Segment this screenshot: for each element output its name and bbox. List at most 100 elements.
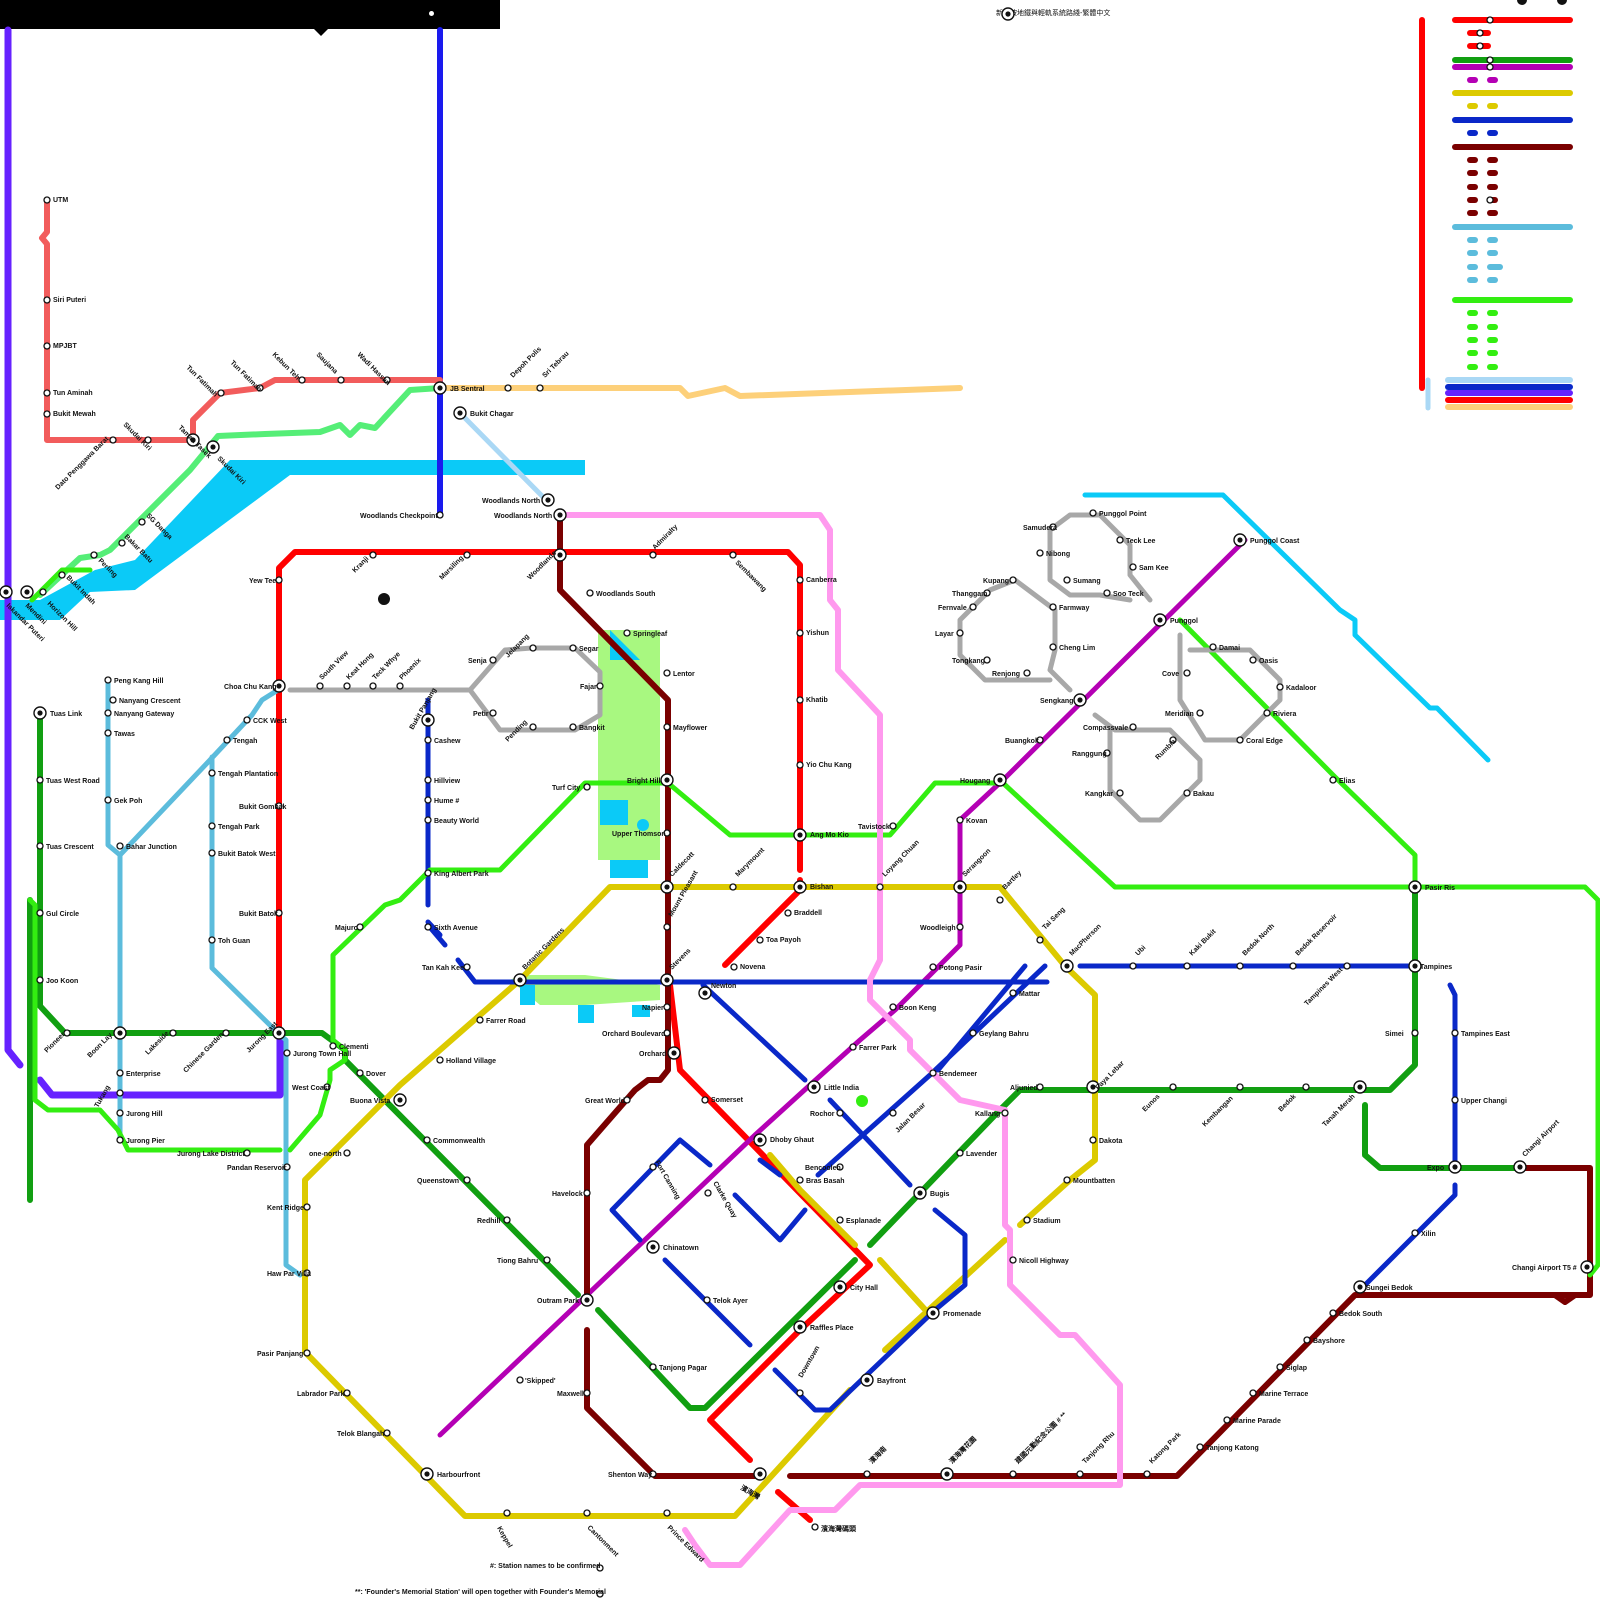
station-label: Kranji xyxy=(351,555,370,574)
station-label: Tanah Merah xyxy=(1321,1093,1356,1128)
station-label: Fort Canning xyxy=(653,1160,681,1201)
station-marker xyxy=(1330,1310,1336,1316)
station-marker xyxy=(117,1137,123,1143)
station-marker xyxy=(1237,1084,1243,1090)
station-label: Sam Kee xyxy=(1139,565,1169,572)
station-marker xyxy=(117,1110,123,1116)
station-marker xyxy=(424,1137,430,1143)
station-marker xyxy=(877,884,883,890)
station-label: Expo xyxy=(1427,1165,1444,1172)
station-label: Jurong Hill xyxy=(126,1111,163,1118)
station-label: Sungei Bedok xyxy=(1366,1285,1413,1292)
station-label: Novena xyxy=(740,964,765,971)
station-marker xyxy=(1090,510,1096,516)
station-label: Hume # xyxy=(434,798,459,805)
station-label: UTM xyxy=(53,197,68,204)
station-label: Kovan xyxy=(966,818,987,825)
station-label: Pasir Ris xyxy=(1425,885,1455,892)
station-marker xyxy=(464,552,470,558)
station-marker xyxy=(930,964,936,970)
station-label: Farrer Park xyxy=(859,1045,896,1052)
green-dot-marker xyxy=(856,1095,868,1107)
station-label: Bukit Batok xyxy=(239,911,278,918)
station-marker xyxy=(570,724,576,730)
interchange-core xyxy=(1077,697,1082,702)
station-marker xyxy=(105,710,111,716)
station-marker xyxy=(864,1471,870,1477)
station-label: Xilin xyxy=(1421,1231,1436,1238)
station-marker xyxy=(1130,724,1136,730)
station-label: Ubi xyxy=(1134,944,1147,957)
station-marker xyxy=(537,385,543,391)
interchange-core xyxy=(671,1050,676,1055)
station-marker xyxy=(504,1217,510,1223)
station-label: Chinese Garden xyxy=(182,1032,225,1075)
station-marker xyxy=(837,1110,843,1116)
station-marker xyxy=(1264,710,1270,716)
station-marker xyxy=(299,377,305,383)
station-marker xyxy=(957,630,963,636)
station-label: Braddell xyxy=(794,910,822,917)
interchange-core xyxy=(557,552,562,557)
station-marker xyxy=(44,343,50,349)
station-label: Springleaf xyxy=(633,631,668,638)
station-marker xyxy=(1277,684,1283,690)
station-label: Tan Kah Kee xyxy=(422,965,464,972)
reservoir-2 xyxy=(600,800,628,825)
station-label: Somerset xyxy=(711,1097,744,1104)
station-label: Tun Aminah xyxy=(53,390,93,397)
station-marker xyxy=(110,437,116,443)
station-label: Coral Edge xyxy=(1246,738,1283,745)
station-marker xyxy=(1024,1217,1030,1223)
station-marker xyxy=(1050,644,1056,650)
interchange-core xyxy=(757,1137,762,1142)
station-marker xyxy=(344,1150,350,1156)
station-marker xyxy=(957,924,963,930)
station-label: Phoenix xyxy=(398,657,422,681)
station-label: Aljunied xyxy=(1010,1085,1038,1092)
station-label: Ang Mo Kio xyxy=(810,832,849,839)
station-label: Bakau xyxy=(1193,791,1214,798)
station-marker xyxy=(40,589,46,595)
station-label: 'Skipped' xyxy=(525,1378,556,1385)
station-label: Yew Tee xyxy=(249,578,276,585)
station-label: Rumbia xyxy=(1154,738,1177,761)
station-label: Teck Lee xyxy=(1126,538,1156,545)
station-marker xyxy=(570,645,576,651)
station-label: Marine Parade xyxy=(1233,1418,1281,1425)
station-label: Bukit Gombak xyxy=(239,804,287,811)
station-label: Sixth Avenue xyxy=(434,925,478,932)
station-label: Farrer Road xyxy=(486,1018,526,1025)
station-label: Bencoolen xyxy=(805,1165,841,1172)
station-label: Labrador Park xyxy=(297,1391,345,1398)
station-marker xyxy=(731,964,737,970)
station-marker xyxy=(1344,963,1350,969)
interchange-core xyxy=(837,1284,842,1289)
station-label: Pasir Panjang xyxy=(257,1351,303,1358)
station-label: Redhill xyxy=(477,1218,500,1225)
interchange-core xyxy=(1064,963,1069,968)
station-label: Depoh Polis xyxy=(509,346,543,380)
station-label: Siri Puteri xyxy=(53,297,86,304)
station-label: Botanic Gardens xyxy=(521,927,566,972)
station-label: Little India xyxy=(824,1085,859,1092)
station-label: Punggol xyxy=(1170,618,1198,625)
station-label: 建國元勳紀念公園 # ** xyxy=(1013,1410,1069,1466)
station-marker xyxy=(584,1190,590,1196)
station-label: Tuas Link xyxy=(50,711,82,718)
station-marker xyxy=(117,1090,123,1096)
station-marker xyxy=(490,657,496,663)
station-marker xyxy=(664,924,670,930)
station-marker xyxy=(304,1350,310,1356)
station-marker xyxy=(957,817,963,823)
station-label: Shenton Way xyxy=(608,1472,652,1479)
reservoir-7 xyxy=(637,819,649,831)
station-marker xyxy=(1304,1337,1310,1343)
interchange-core xyxy=(457,410,462,415)
station-marker xyxy=(1210,644,1216,650)
station-marker xyxy=(37,977,43,983)
station-marker xyxy=(704,1297,710,1303)
station-label: Bendemeer xyxy=(939,1071,977,1078)
